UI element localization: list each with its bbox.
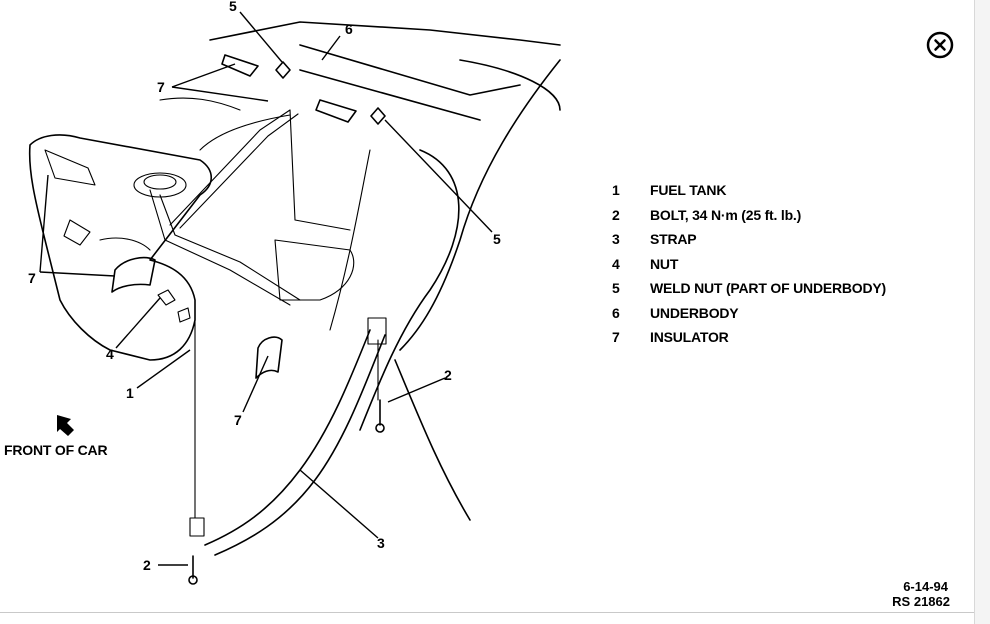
parts-legend: 1 FUEL TANK 2 BOLT, 34 N·m (25 ft. lb.) 3 S… (612, 178, 886, 350)
close-circle-icon[interactable] (926, 31, 954, 59)
legend-item: 1 FUEL TANK (612, 178, 886, 203)
legend-label: UNDERBODY (650, 304, 739, 321)
legend-item: 5 WELD NUT (PART OF UNDERBODY) (612, 276, 886, 301)
front-arrow-icon (57, 415, 74, 436)
insulators (111, 54, 357, 379)
date-code: 6-14-94 (903, 579, 948, 594)
legend-item: 2 BOLT, 34 N·m (25 ft. lb.) (612, 203, 886, 228)
legend-label: INSULATOR (650, 329, 729, 346)
leader-lines (39, 11, 493, 566)
callout-7-bottom: 7 (234, 412, 242, 428)
callout-numbers: 5 6 7 7 5 7 4 1 2 2 3 (28, 0, 501, 573)
callout-6: 6 (345, 21, 353, 37)
legend-item: 4 NUT (612, 252, 886, 277)
legend-num: 6 (612, 304, 620, 321)
front-of-car-label: FRONT OF CAR (4, 442, 108, 458)
callout-4: 4 (106, 346, 114, 362)
callout-7-left: 7 (28, 270, 36, 286)
bottom-divider (0, 612, 974, 613)
callout-2-bottom: 2 (143, 557, 151, 573)
fuel-tank-diagram: 5 6 7 7 5 7 4 1 2 2 3 (28, 0, 561, 585)
legend-label: NUT (650, 255, 679, 272)
callout-1: 1 (126, 385, 134, 401)
callout-3: 3 (377, 535, 385, 551)
legend-num: 4 (612, 255, 620, 272)
legend-num: 7 (612, 329, 620, 346)
legend-label: WELD NUT (PART OF UNDERBODY) (650, 280, 887, 297)
fasteners (157, 61, 386, 585)
legend-num: 3 (612, 231, 620, 248)
callout-5-right: 5 (493, 231, 501, 247)
fuel-tank-drawing (28, 109, 301, 361)
legend-num: 2 (612, 206, 620, 223)
legend-label: STRAP (650, 231, 697, 248)
legend-num: 1 (612, 182, 620, 199)
callout-7-top: 7 (157, 79, 165, 95)
vertical-scrollbar[interactable] (974, 0, 990, 624)
diagram-viewer: 5 6 7 7 5 7 4 1 2 2 3 FRONT OF CAR 1 FUEL… (4, 0, 954, 609)
legend-label: BOLT, 34 N·m (25 ft. lb.) (650, 206, 802, 223)
legend-item: 3 STRAP (612, 227, 886, 252)
callout-5-top: 5 (229, 0, 237, 14)
legend-label: FUEL TANK (650, 182, 727, 199)
underbody-drawing (159, 21, 561, 556)
legend-item: 7 INSULATOR (612, 325, 886, 350)
legend-item: 6 UNDERBODY (612, 301, 886, 326)
legend-num: 5 (612, 280, 620, 297)
callout-2-right: 2 (444, 367, 452, 383)
reference-code: RS 21862 (892, 594, 950, 609)
